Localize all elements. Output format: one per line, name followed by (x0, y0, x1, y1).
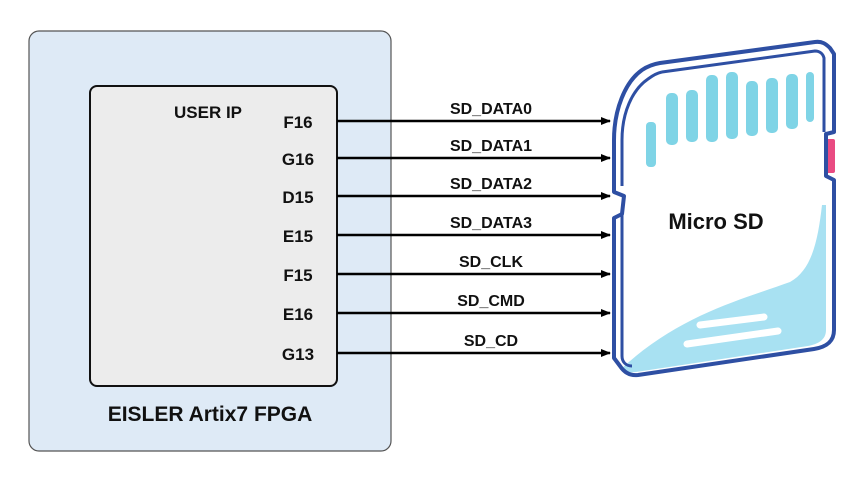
sd-card-inner-outline (620, 49, 826, 368)
sd-contact (686, 90, 698, 142)
signal-label: SD_DATA0 (450, 101, 532, 118)
connection-sd-data3: E15 SD_DATA3 (283, 215, 611, 246)
fpga-title: EISLER Artix7 FPGA (108, 403, 313, 426)
sd-label-stripe (683, 327, 782, 348)
signal-label: SD_DATA3 (450, 215, 532, 232)
sd-contact (746, 81, 758, 136)
sd-card-outline (612, 39, 836, 378)
connection-sd-cmd: E16 SD_CMD (283, 293, 611, 324)
connection-sd-cd: G13 SD_CD (282, 333, 611, 364)
sd-lock-tab (826, 139, 835, 173)
signal-label: SD_DATA1 (450, 138, 532, 155)
sd-contact (706, 75, 718, 142)
sd-label-stripe (696, 313, 768, 329)
sd-card-label: Micro SD (668, 209, 763, 234)
pin-label: F16 (283, 113, 312, 132)
pin-label: F15 (283, 266, 312, 285)
user-ip-title: USER IP (174, 103, 242, 122)
sd-contact (806, 72, 814, 122)
pin-label: G16 (282, 150, 314, 169)
connection-sd-clk: F15 SD_CLK (283, 254, 611, 285)
connection-sd-data1: G16 SD_DATA1 (282, 138, 611, 169)
connection-sd-data0: F16 SD_DATA0 (283, 101, 611, 132)
sd-contact (726, 72, 738, 139)
sd-card-contacts (646, 72, 814, 167)
signal-label: SD_CLK (459, 254, 523, 271)
signal-label: SD_CD (464, 333, 518, 350)
pin-label: G13 (282, 345, 314, 364)
connection-sd-data2: D15 SD_DATA2 (282, 176, 611, 207)
pin-label: E16 (283, 305, 313, 324)
sd-contact (766, 78, 778, 133)
micro-sd-card: Micro SD (612, 39, 836, 378)
pin-label: E15 (283, 227, 313, 246)
fpga-board: USER IP EISLER Artix7 FPGA (28, 30, 392, 452)
sd-contact (786, 74, 798, 129)
sd-contact (666, 93, 678, 145)
signal-label: SD_CMD (457, 293, 525, 310)
pin-label: D15 (282, 188, 313, 207)
signal-label: SD_DATA2 (450, 176, 532, 193)
sd-contact (646, 122, 656, 167)
